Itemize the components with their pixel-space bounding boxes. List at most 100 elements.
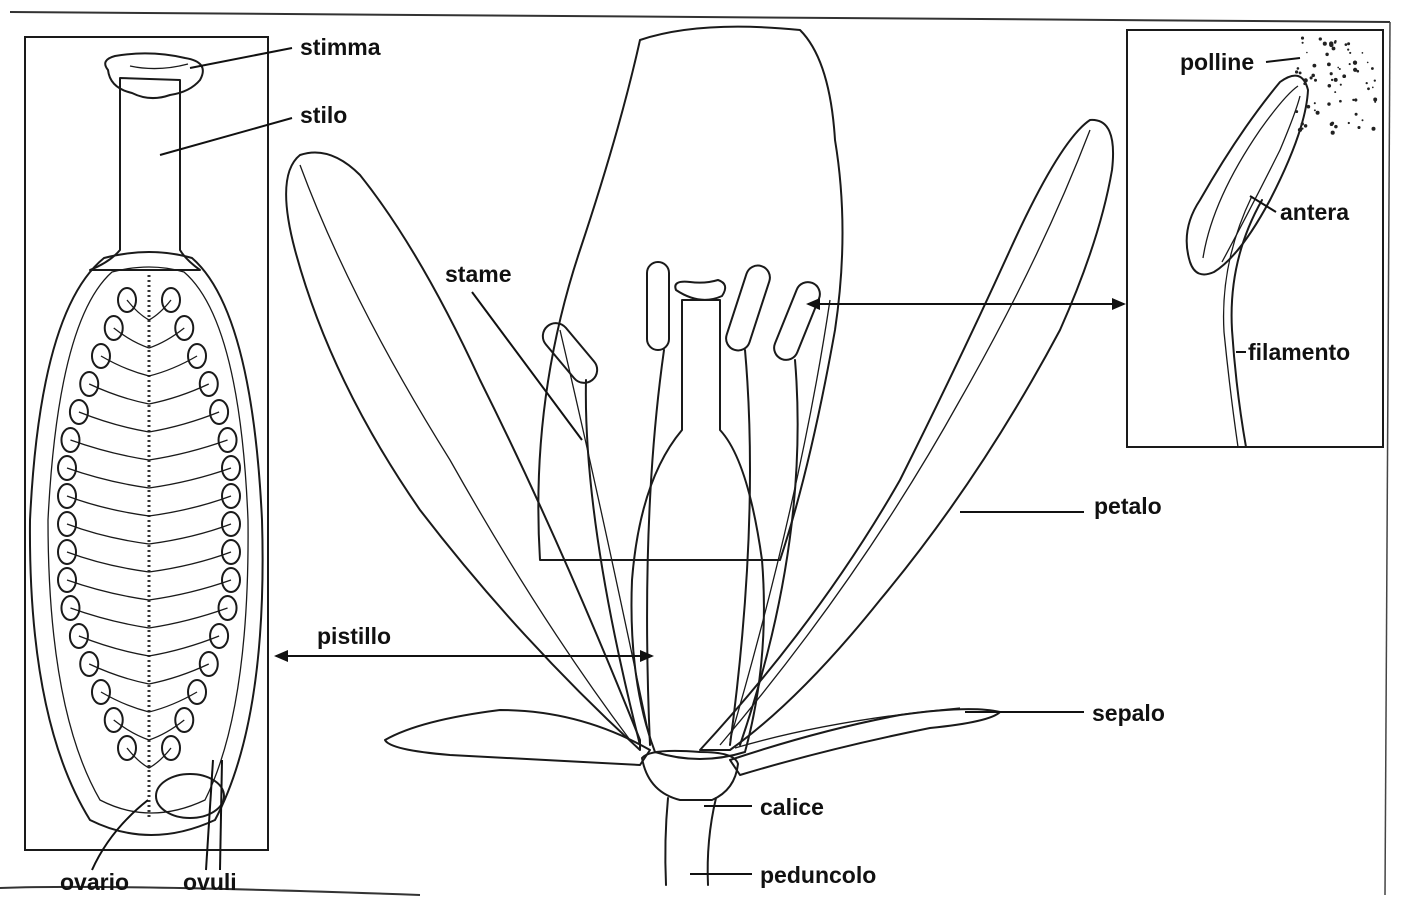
leader-antera [1250,196,1276,212]
ovule-stalk [127,748,149,768]
pollen-grain [1295,70,1298,73]
pollen-grain [1331,79,1333,81]
ovule-stalk [149,468,231,488]
pollen-grain [1372,87,1374,89]
pollen-grain [1339,100,1342,103]
pollen-grain [1340,84,1342,86]
ovule-stalk [149,552,231,572]
peduncle-right [708,798,716,885]
ovule-stalk [149,300,171,320]
pollen-grain [1295,110,1298,113]
pollen-grain [1348,122,1350,124]
pollen-grain [1328,84,1332,88]
ovule-stalk [127,300,149,320]
ovule-stalk [149,412,219,432]
pollen-grain [1357,126,1360,129]
pollen-grain [1331,131,1335,135]
pollen-grain [1345,43,1348,46]
ovule-stalk [149,748,171,768]
pollen-grain [1355,113,1358,116]
pollen-grain [1367,62,1369,64]
ovule-stalk [67,524,149,544]
stamen-filament-3 [730,350,750,745]
label-ovario: ovario [60,869,129,895]
pollen-grain [1353,68,1357,72]
pollen-grain [1339,68,1341,70]
peduncle-left [665,798,668,885]
pistil-section-drawing [30,53,263,835]
ovule-stalk [67,552,149,572]
label-ovuli: ovuli [183,869,237,895]
anther-4 [771,278,824,363]
pollen-grain [1312,64,1316,68]
pollen-grain [1299,71,1302,74]
pollen-grain [1297,67,1300,70]
flower-drawing [286,27,1113,885]
pollen-grain [1301,37,1304,40]
leader-ovuli-2 [220,760,222,870]
pollen-grain [1303,82,1306,85]
pollen-grain [1371,67,1374,70]
pollen-grain [1304,124,1307,127]
ovule-stalk [101,692,149,712]
stamen-inset-frame [1127,30,1383,447]
pollen-grain [1332,47,1336,51]
pollen-grain [1334,78,1338,82]
ovule-stalk [67,496,149,516]
pollen-grain [1325,53,1328,56]
pollen-grain [1366,82,1368,84]
pollen-grain [1323,42,1327,46]
ovule-stalk [67,468,149,488]
pollen-grain [1353,61,1357,65]
pollen-grain [1334,125,1338,129]
anther-line-2 [1222,96,1300,262]
pollen-grain [1301,122,1304,125]
style-tube [90,78,200,270]
stigma-groove [130,64,188,69]
petal-right-vein [720,130,1090,745]
pollen-grain [1319,37,1322,40]
pollen-grain [1327,63,1331,67]
leaders [92,48,1300,874]
pollen-grain [1347,42,1350,45]
ovule-stalk [79,412,149,432]
stamen-detail-drawing [1187,37,1377,447]
ovule-stalk [149,524,231,544]
ovule-stalk [149,440,228,460]
pollen-grain [1373,98,1377,102]
page-right-edge [1385,22,1390,895]
pollen-grain [1314,79,1317,82]
sepal-left [385,710,650,765]
page-top-edge [10,12,1390,22]
label-stilo: stilo [300,102,347,128]
pollen-grain [1311,74,1315,78]
pollen-grain [1327,102,1330,105]
pollen-grain [1307,105,1311,109]
anther-1 [538,318,603,388]
pollen-grain [1330,72,1333,75]
pollen-grain [1362,52,1364,54]
pollen-grain [1367,87,1370,90]
pollen-grain [1301,127,1303,129]
pollen-grain [1362,119,1364,121]
pollen-grain [1314,102,1316,104]
anther-2 [647,262,669,350]
ovule-stalk [101,356,149,376]
pollen-grain [1342,74,1346,78]
anther [1187,76,1308,275]
ovule-stalk [149,356,197,376]
ovule-stalk [149,692,197,712]
label-antera: antera [1280,199,1349,225]
pollen-grain [1334,41,1337,44]
label-stimma: stimma [300,34,381,60]
pollen-grain [1334,91,1336,93]
label-polline: polline [1180,49,1254,75]
leader-polline [1266,58,1300,62]
ovule-large [156,774,224,818]
pollen-grain [1352,99,1354,101]
pollen-grain [1372,127,1376,131]
labels: stimma stilo ovario ovuli stame pistillo… [60,34,1350,895]
label-filamento: filamento [1248,339,1350,365]
